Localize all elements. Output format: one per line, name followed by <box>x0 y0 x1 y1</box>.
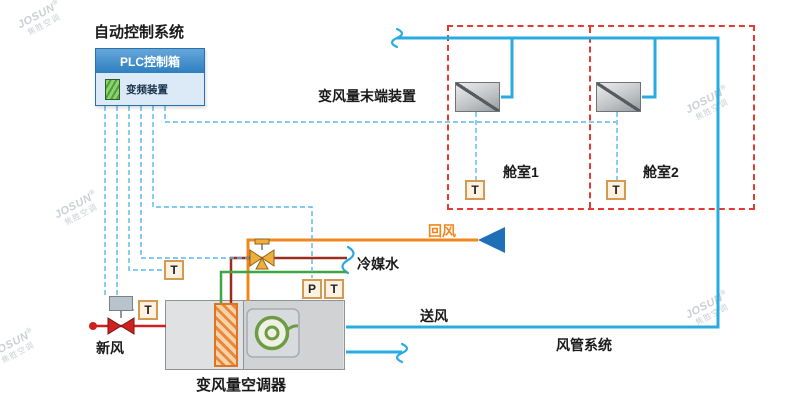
temp-sensor-cabin2: T <box>606 180 626 200</box>
control-line-mixed-temp <box>128 106 163 271</box>
temp-sensor-cabin1: T <box>465 180 485 200</box>
vav-terminal-label: 变风量末端装置 <box>318 88 416 104</box>
terminal1-branch-duct <box>501 38 514 99</box>
cabin-zone-boundary <box>447 25 755 210</box>
supply-duct-group <box>346 36 720 354</box>
cabin2-label: 舱室2 <box>643 164 679 180</box>
cabin-divider <box>589 27 591 208</box>
temp-sensor-supply: T <box>324 279 344 299</box>
three-way-valve-icon <box>249 238 275 270</box>
vav-terminal-2 <box>596 82 641 112</box>
plc-body: 变频装置 <box>96 73 204 105</box>
fresh-air-port-icon <box>89 322 97 330</box>
supply-duct-main <box>346 36 720 329</box>
control-line-terminals <box>164 106 616 123</box>
inverter-icon <box>105 78 120 100</box>
damper-actuator <box>109 296 133 311</box>
supply-fan-icon <box>246 308 300 363</box>
duct-break-top-icon <box>390 27 404 49</box>
inverter-label: 变频装置 <box>126 83 168 96</box>
duct-break-symbols <box>341 27 409 364</box>
chilled-water-label: 冷媒水 <box>357 256 399 272</box>
vav-terminal-1 <box>455 82 500 112</box>
temp-sensor-return: T <box>164 260 184 280</box>
cabin1-label: 舱室1 <box>503 164 539 180</box>
ahu-label: 变风量空调器 <box>196 377 287 394</box>
duct-break-bottom-icon <box>395 342 409 364</box>
system-title: 自动控制系统 <box>94 24 185 41</box>
chilled-water-supply-pipe <box>219 270 347 310</box>
fresh-air-damper-icon <box>107 317 122 335</box>
fresh-air-label: 新风 <box>96 340 124 356</box>
terminal2-branch-duct <box>642 38 657 99</box>
duct-system-label: 风管系统 <box>556 337 612 353</box>
pressure-sensor-supply: P <box>302 279 322 299</box>
supply-air-label: 送风 <box>420 308 448 324</box>
plc-header: PLC控制箱 <box>96 49 204 73</box>
control-line-valve <box>140 106 249 259</box>
fresh-air-inlet <box>89 311 166 335</box>
control-line-pt <box>152 106 313 278</box>
cooling-coil <box>214 303 238 367</box>
temp-sensor-fresh: T <box>138 300 158 320</box>
plc-box: PLC控制箱 变频装置 <box>95 48 205 106</box>
return-air-arrow-icon <box>478 227 505 253</box>
control-line-fresh-temp <box>116 106 137 311</box>
water-pipe-break-icon <box>341 245 355 275</box>
return-air-duct <box>246 238 478 301</box>
return-air-label: 回风 <box>428 223 456 239</box>
